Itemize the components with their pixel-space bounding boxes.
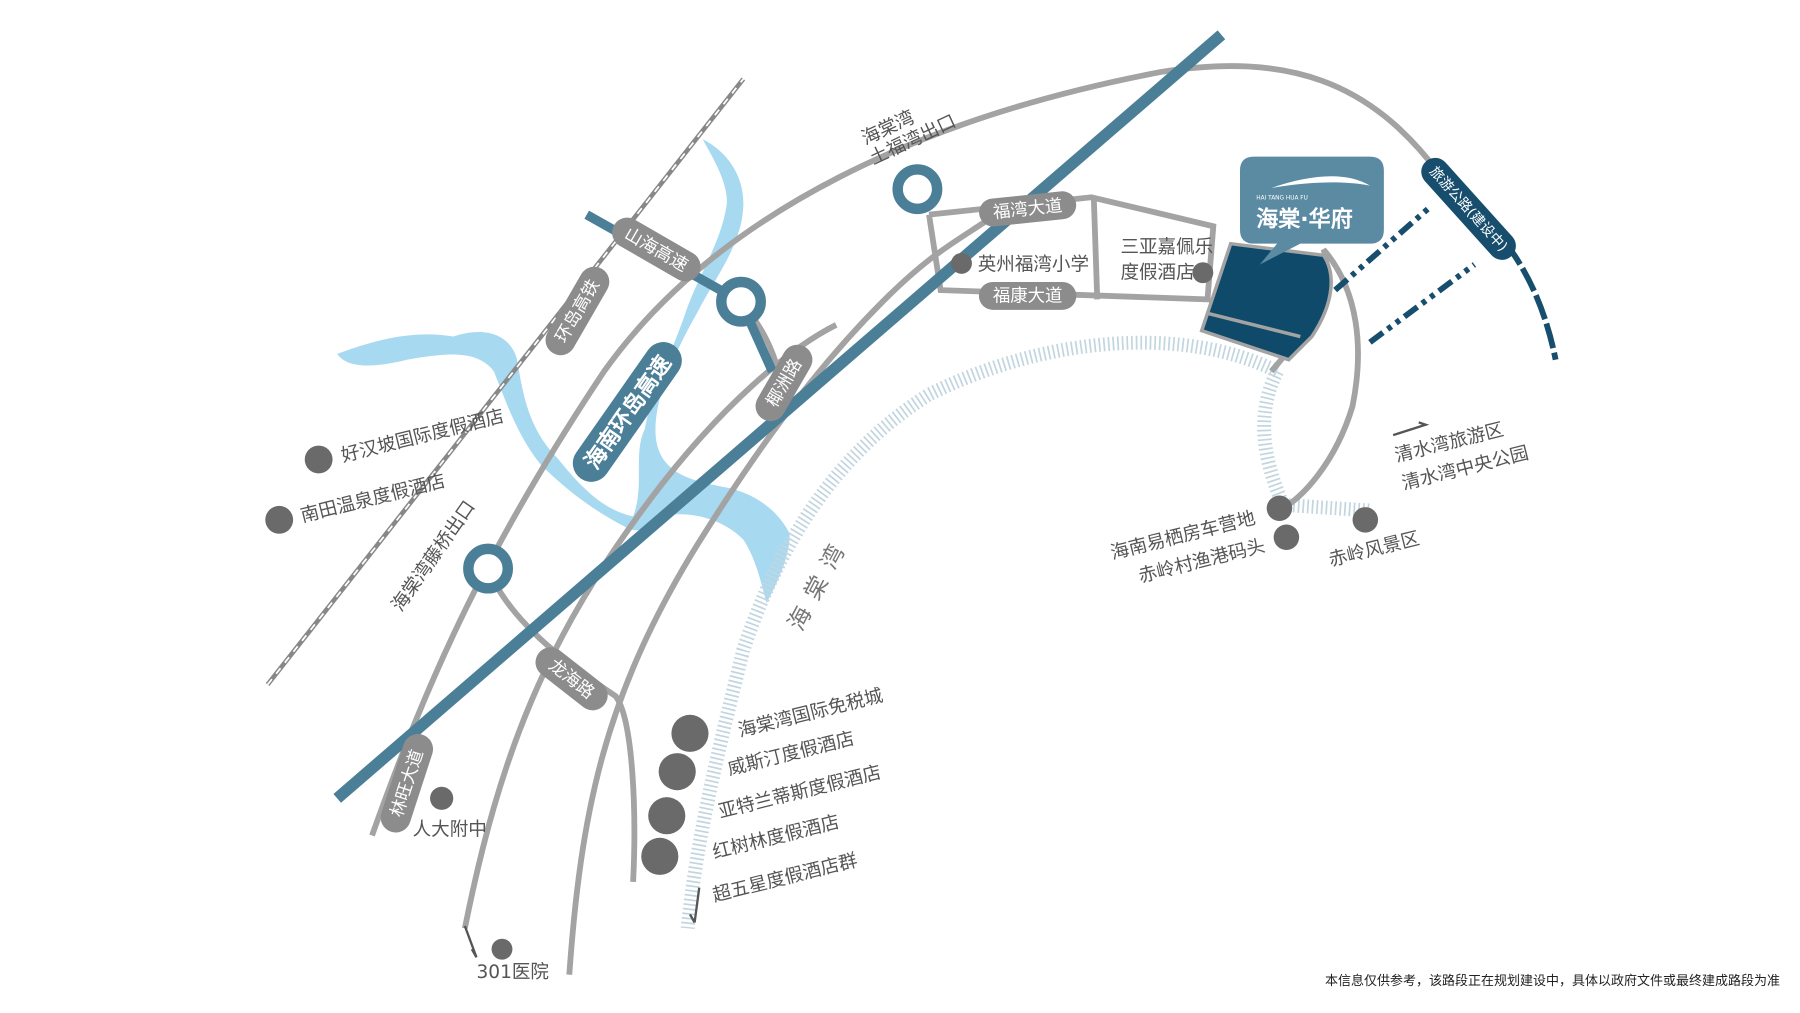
- poi-nantian: 南田温泉度假酒店: [299, 471, 448, 527]
- coastline-east: [1257, 368, 1371, 518]
- svg-text:海南环岛高速: 海南环岛高速: [580, 351, 677, 474]
- poi-dutyfree: 海棠湾国际免税城: [736, 685, 885, 741]
- poi-chiling: 赤岭风景区: [1327, 528, 1422, 571]
- poi-hospital: 301医院: [476, 962, 548, 983]
- pill-shanhai: 山海高速: [612, 217, 701, 282]
- poi-icons: [265, 252, 1379, 960]
- pill-tourist: 旅游公路(建设中): [1421, 157, 1516, 260]
- pill-fukang: 福康大道: [978, 281, 1077, 310]
- svg-text:福康大道: 福康大道: [993, 287, 1063, 307]
- svg-text:旅游公路(建设中): 旅游公路(建设中): [1426, 164, 1510, 255]
- river: [337, 139, 790, 604]
- pill-fuwan: 福湾大道: [979, 191, 1077, 227]
- pill-highway: 海南环岛高速: [572, 342, 682, 482]
- project-logo: HAI TANG HUA FU 海棠·华府: [1239, 156, 1384, 265]
- interchanges: [463, 164, 943, 594]
- arrow-south-icon: [688, 887, 701, 924]
- disclaimer: 本信息仅供参考，该路段正在规划建设中，具体以政府文件或最终建成路段为准: [1324, 974, 1780, 989]
- project-site: [1199, 241, 1333, 362]
- pill-railway: 环岛高铁: [545, 266, 610, 356]
- svg-text:HAI TANG HUA FU: HAI TANG HUA FU: [1256, 196, 1308, 202]
- poi-capella-2: 度假酒店: [1120, 262, 1194, 283]
- poi-haohanpo: 好汉坡国际度假酒店: [339, 406, 506, 467]
- arrow-hospital-icon: [463, 925, 478, 958]
- svg-text:海棠·华府: 海棠·华府: [1256, 206, 1352, 232]
- arrow-qingshui-icon: [1392, 421, 1430, 437]
- poi-capella-1: 三亚嘉佩乐: [1120, 237, 1213, 258]
- poi-school: 英州福湾小学: [978, 254, 1089, 275]
- poi-renda: 人大附中: [413, 819, 487, 840]
